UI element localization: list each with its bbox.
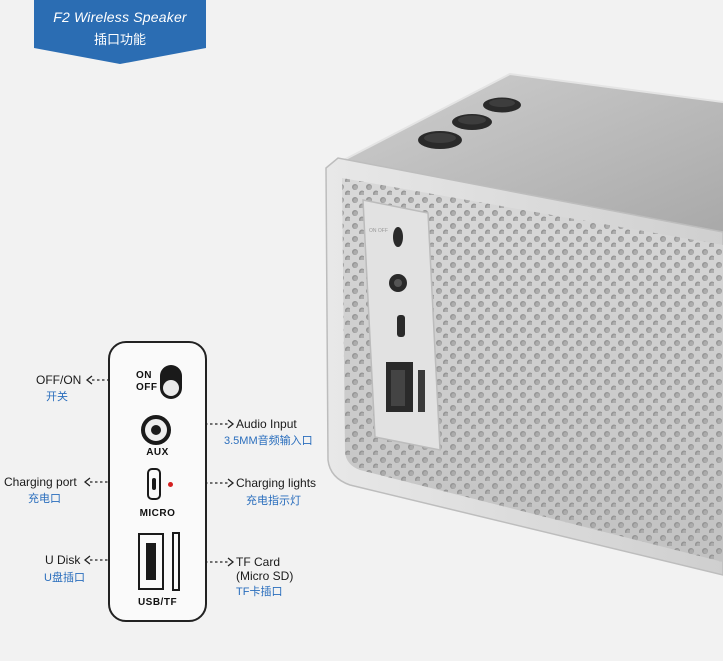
tf-card-sub-label: (Micro SD) — [236, 569, 294, 583]
aux-jack-icon — [141, 415, 171, 445]
port-panel-diagram: ON OFF AUX MICRO USB/TF — [108, 341, 207, 622]
arrow-right-icon — [227, 557, 235, 567]
aux-label: AUX — [146, 447, 169, 458]
speaker-port-panel: ON OFF — [362, 199, 441, 451]
charging-lights-label: Charging lights — [236, 476, 317, 490]
audio-input-label: Audio Input — [236, 417, 297, 431]
u-disk-label-cn: U盘插口 — [44, 572, 85, 584]
header-subtitle: 插口功能 — [93, 32, 146, 47]
micro-label: MICRO — [139, 508, 176, 519]
charging-lights-label-cn: 充电指示灯 — [246, 495, 301, 507]
arrow-left-icon — [83, 477, 91, 487]
switch-off-label: OFF — [136, 382, 158, 393]
tf-card-label: TF Card — [236, 555, 281, 569]
svg-text:ON OFF: ON OFF — [369, 228, 388, 234]
arrow-right-icon — [227, 419, 235, 429]
charging-port-label: Charging port — [4, 475, 77, 489]
header-title: F2 Wireless Speaker — [53, 9, 187, 25]
arrow-left-icon — [85, 375, 93, 385]
usb-port-icon — [138, 533, 164, 590]
arrow-right-icon — [227, 478, 235, 488]
tf-slot-icon — [172, 532, 180, 591]
switch-on-label: ON — [136, 370, 152, 381]
power-switch-icon — [160, 365, 182, 399]
off-on-label-cn: 开关 — [46, 391, 68, 403]
off-on-label: OFF/ON — [36, 373, 82, 387]
badge-shape — [34, 0, 206, 64]
charging-led-icon — [168, 482, 173, 487]
header-badge: F2 Wireless Speaker 插口功能 — [34, 0, 206, 64]
usb-tf-label: USB/TF — [137, 597, 178, 608]
tf-card-label-cn: TF卡插口 — [236, 586, 283, 598]
top-buttons — [418, 97, 521, 149]
arrow-left-icon — [83, 555, 91, 565]
audio-input-label-cn: 3.5MM音频输入口 — [224, 435, 313, 447]
switch-knob — [163, 380, 179, 396]
charging-port-label-cn: 充电口 — [28, 493, 61, 505]
u-disk-label: U Disk — [45, 553, 81, 567]
micro-usb-port-icon — [147, 468, 161, 500]
